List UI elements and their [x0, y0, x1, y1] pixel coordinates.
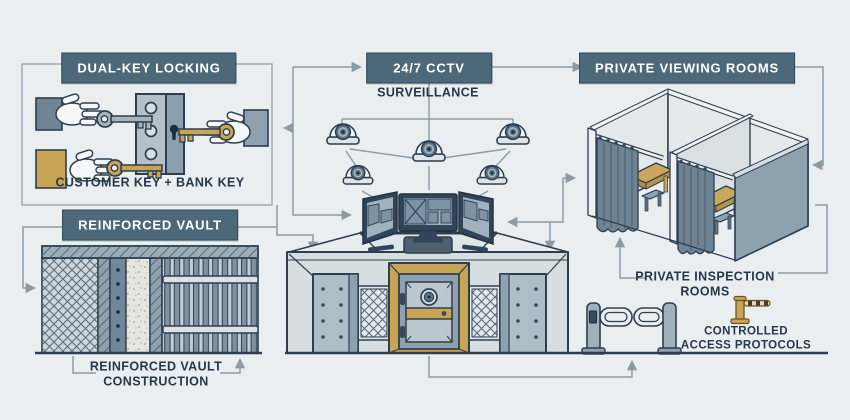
- stool-icon: [641, 189, 665, 212]
- private-inspection-rooms-label: PRIVATE INSPECTION ROOMS: [635, 269, 774, 299]
- vault-door-icon: [388, 262, 470, 354]
- dome-camera-icon: [326, 123, 360, 145]
- dome-camera-icon: [342, 164, 374, 185]
- door-handle-bar: [405, 307, 453, 320]
- curtain-booth-icon: [587, 88, 809, 262]
- monitor-icon: [398, 193, 458, 243]
- private-viewing-rooms-header: PRIVATE VIEWING ROOMS: [579, 52, 795, 84]
- arrow-to-booths-right: [783, 66, 824, 171]
- cctv-header: 24/7 CCTV: [366, 52, 492, 84]
- arrow-to-vault-left: [234, 226, 319, 253]
- inspection-rooms-line1: PRIVATE INSPECTION: [635, 269, 775, 284]
- arrow-to-wall-section: [22, 226, 67, 294]
- mesh-panel-right: [468, 285, 501, 341]
- stool-icon: [711, 212, 735, 235]
- door-hinge-icon: [400, 293, 405, 305]
- vault-structure: [286, 231, 569, 354]
- controlled-access-label: CONTROLLED ACCESS PROTOCOLS: [681, 325, 811, 352]
- monitor-icon: [458, 191, 494, 252]
- dome-camera-icon: [496, 123, 530, 145]
- inserted-key-icon: [178, 123, 235, 143]
- arrow-to-monitors-right: [506, 178, 564, 228]
- pillar-right: [499, 273, 547, 354]
- lock-plate-icon: [135, 93, 185, 175]
- reinforced-wall-icon: [41, 245, 259, 354]
- reinforced-vault-header: REINFORCED VAULT: [62, 209, 238, 241]
- access-protocols-line1: CONTROLLED: [704, 325, 788, 338]
- customer-bank-key-label: CUSTOMER KEY + BANK KEY: [55, 175, 245, 190]
- keyhole-icon: [169, 124, 179, 134]
- access-protocols-line2: ACCESS PROTOCOLS: [680, 339, 812, 351]
- connector-lines: [22, 61, 828, 378]
- pillar-left: [312, 273, 359, 354]
- monitor-icon: [362, 191, 398, 252]
- dual-key-locking-header: DUAL-KEY LOCKING: [61, 52, 237, 84]
- bracket-construction-right: [220, 357, 246, 374]
- booth-front-post: [669, 151, 678, 245]
- dome-camera-icon: [412, 140, 446, 162]
- monitor-wall: [362, 191, 494, 252]
- booth-front-post: [587, 127, 597, 219]
- dual-key-illustration: [21, 63, 273, 206]
- barrier-gate-icon: [730, 295, 771, 325]
- bracket-inspection-left: [614, 236, 645, 279]
- inspection-rooms-line2: ROOMS: [680, 284, 730, 298]
- turnstile-icon: [581, 302, 682, 355]
- vault-construction-line1: REINFORCED VAULT: [89, 359, 223, 374]
- vault-construction-label: REINFORCED VAULT CONSTRUCTION: [90, 359, 222, 389]
- cctv-cameras: [326, 123, 530, 185]
- surveillance-label: SURVEILLANCE: [377, 85, 479, 100]
- card-reader-icon: [589, 310, 597, 324]
- arrow-to-turnstile: [428, 356, 638, 378]
- door-hinge-icon: [400, 326, 405, 338]
- cctv-network-lines: [341, 82, 514, 200]
- rebar-rod: [162, 275, 259, 284]
- bracket-construction-left: [72, 356, 96, 374]
- vault-construction-line2: CONSTRUCTION: [103, 374, 209, 388]
- curtain-icon: [596, 136, 639, 233]
- curtain-icon: [677, 159, 715, 255]
- mesh-panel-left: [357, 285, 391, 341]
- arrow-to-monitors-left: [292, 67, 353, 221]
- rebar-rod: [162, 325, 259, 334]
- sleeve-bottom-left: [35, 149, 67, 189]
- dome-camera-icon: [476, 164, 508, 185]
- bracket-inspection-right: [778, 204, 828, 274]
